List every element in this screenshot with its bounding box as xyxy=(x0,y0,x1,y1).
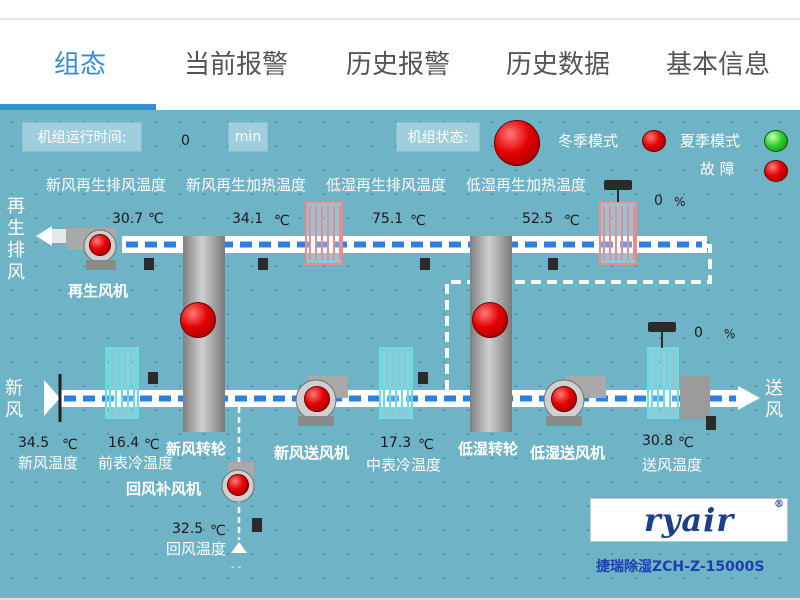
regen-valve-actuator-icon xyxy=(604,180,632,202)
unit-status-indicator xyxy=(494,120,540,166)
low-supply-fan-label: 低湿送风机 xyxy=(530,444,606,462)
fresh-regen-exhaust-temp: 30.7 xyxy=(112,211,144,227)
supply-outlet-arrow-icon xyxy=(738,386,760,410)
regen-exhaust-arrow-icon xyxy=(36,226,52,246)
mid-cool-temp-label: 中表冷温度 xyxy=(366,456,442,474)
supply-temp-label: 送风温度 xyxy=(642,456,703,474)
regen-fan-label: 再生风机 xyxy=(68,282,129,300)
brand-logo-text: ryair xyxy=(643,501,735,539)
fault-label: 故 障 xyxy=(700,160,735,178)
supply-damper-icon xyxy=(680,376,710,420)
celsius-unit: ℃ xyxy=(564,213,580,229)
mid-cool-temp: 17.3 xyxy=(380,435,412,451)
celsius-unit: ℃ xyxy=(62,437,78,453)
regen-fan-indicator xyxy=(89,234,111,256)
fresh-supply-fan-label: 新风送风机 xyxy=(274,444,350,462)
scada-panel: - - xyxy=(0,110,800,598)
supply-valve-percent: 0 xyxy=(694,325,703,341)
winter-mode-label: 冬季模式 xyxy=(558,132,619,150)
low-regen-exhaust-temp-label: 低湿再生排风温度 xyxy=(326,176,447,194)
low-regen-exhaust-temp: 75.1 xyxy=(372,211,404,227)
fresh-regen-exhaust-temp-label: 新风再生排风温度 xyxy=(46,176,167,194)
mid-cooling-coil-icon xyxy=(379,347,413,419)
fresh-inlet-arrow-icon xyxy=(44,380,60,416)
fresh-air-side-label: 新风 xyxy=(5,378,23,421)
svg-text:- -: - - xyxy=(231,562,242,573)
fresh-supply-fan-indicator xyxy=(304,386,330,412)
celsius-unit: ℃ xyxy=(410,213,426,229)
regen-valve-percent: 0 xyxy=(654,193,663,209)
unit-status-label: 机组状态: xyxy=(396,122,480,152)
regen-exhaust-side-label: 再生排风 xyxy=(7,196,25,283)
supply-temp: 30.8 xyxy=(642,433,674,449)
temperature-sensor-icons xyxy=(144,258,716,532)
model-name: 捷瑞除湿ZCH-Z-15000S xyxy=(596,559,765,575)
return-temp: 32.5 xyxy=(172,521,204,537)
brand-logo: ryair ® xyxy=(590,498,788,542)
summer-mode-label: 夏季模式 xyxy=(680,132,741,150)
tab-history-data[interactable]: 历史数据 xyxy=(505,50,610,80)
top-divider xyxy=(0,18,800,20)
summer-mode-indicator xyxy=(764,130,788,152)
regen-inlet-connector xyxy=(445,244,712,392)
tab-basic-info[interactable]: 基本信息 xyxy=(665,50,770,80)
heating-coil-1-icon xyxy=(305,201,343,265)
fresh-regen-heating-temp-label: 新风再生加热温度 xyxy=(186,176,307,194)
fault-indicator xyxy=(764,160,788,182)
tab-configuration[interactable]: 组态 xyxy=(53,50,106,80)
low-wheel-indicator xyxy=(472,302,508,338)
low-regen-heating-temp-label: 低湿再生加热温度 xyxy=(466,176,587,194)
fresh-temp: 34.5 xyxy=(18,435,50,451)
celsius-unit: ℃ xyxy=(210,523,226,539)
pre-cool-temp: 16.4 xyxy=(108,435,140,451)
pre-cool-temp-label: 前表冷温度 xyxy=(98,454,174,472)
celsius-unit: ℃ xyxy=(274,213,290,229)
runtime-label: 机组运行时间: xyxy=(22,122,142,152)
supply-valve-actuator-icon xyxy=(648,322,676,348)
tab-current-alarms[interactable]: 当前报警 xyxy=(183,50,288,80)
fresh-wheel-label: 新风转轮 xyxy=(166,440,227,458)
bottom-divider xyxy=(0,598,800,600)
pre-cooling-coil-icon xyxy=(105,347,139,419)
fresh-temp-label: 新风温度 xyxy=(18,454,79,472)
fresh-regen-heating-temp: 34.1 xyxy=(232,211,264,227)
tab-bar: 组态 当前报警 历史报警 历史数据 基本信息 xyxy=(0,20,800,110)
low-supply-fan-indicator xyxy=(551,386,577,412)
return-air-intake-icon xyxy=(231,542,247,553)
return-temp-label: 回风温度 xyxy=(166,540,227,558)
low-wheel-label: 低湿转轮 xyxy=(458,440,519,458)
celsius-unit: ℃ xyxy=(148,211,164,227)
celsius-unit: ℃ xyxy=(144,437,160,453)
supply-air-side-label: 送风 xyxy=(765,378,783,421)
heating-coil-2-icon xyxy=(599,201,637,265)
registered-mark-icon: ® xyxy=(774,499,785,510)
celsius-unit: ℃ xyxy=(418,437,434,453)
celsius-unit: ℃ xyxy=(678,435,694,451)
post-cooling-coil-icon xyxy=(647,347,679,419)
winter-mode-indicator xyxy=(642,130,666,152)
active-tab-indicator xyxy=(0,104,156,110)
tab-alarm-history[interactable]: 历史报警 xyxy=(345,50,450,80)
return-fan-indicator xyxy=(227,474,249,496)
return-fan-label: 回风补风机 xyxy=(126,480,202,498)
fresh-wheel-indicator xyxy=(180,302,216,338)
runtime-unit: min xyxy=(228,122,268,152)
percent-unit: % xyxy=(724,327,736,341)
runtime-value: 0 xyxy=(181,133,190,149)
percent-unit: % xyxy=(674,195,686,209)
low-regen-heating-temp: 52.5 xyxy=(522,211,554,227)
